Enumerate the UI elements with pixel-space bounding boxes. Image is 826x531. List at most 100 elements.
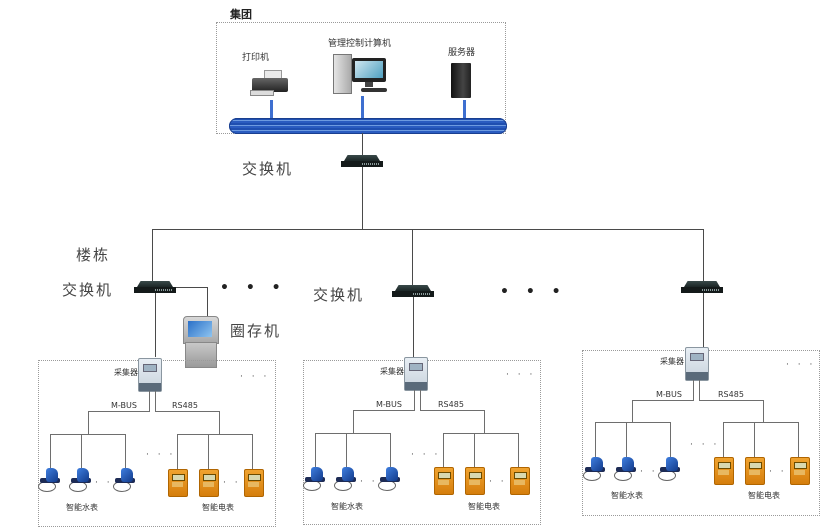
- electric-drop: [252, 434, 253, 469]
- building3-switch-icon[interactable]: [681, 281, 723, 293]
- water-drop: [125, 434, 126, 470]
- building1-water-meter-label: 智能水表: [66, 503, 98, 512]
- mbus-drop: [414, 390, 415, 411]
- rs485-drop: [420, 390, 421, 411]
- building3-rs485-label: RS485: [718, 390, 744, 399]
- mbus-line: [353, 410, 415, 411]
- electric-drop: [518, 433, 519, 468]
- rs485-trunk: [484, 410, 485, 434]
- building3-collector-label: 采集器: [660, 357, 684, 366]
- electric-drop: [177, 434, 178, 469]
- electric-bus: [443, 433, 519, 434]
- building1-uplink: [152, 229, 153, 284]
- building3-collector-icon[interactable]: [685, 347, 709, 381]
- building2-collector-link: [413, 297, 414, 357]
- mbus-trunk: [632, 400, 633, 423]
- mbus-trunk: [353, 410, 354, 433]
- electric-meter-icon[interactable]: [244, 469, 264, 497]
- server-icon[interactable]: [451, 63, 471, 98]
- building3-mbus-label: M-BUS: [656, 390, 682, 399]
- building2-collector-icon[interactable]: [404, 357, 428, 391]
- core-uplink-line: [362, 133, 363, 229]
- printer-bus-drop: [270, 100, 273, 120]
- building3-more: · · ·: [786, 360, 816, 370]
- water-drop: [670, 422, 671, 458]
- water-meter-icon[interactable]: [614, 457, 638, 481]
- electric-meter-icon[interactable]: [510, 467, 530, 495]
- rs485-line: [155, 411, 220, 412]
- electric-meter-icon[interactable]: [199, 469, 219, 497]
- building2-rs485-label: RS485: [438, 400, 464, 409]
- building1-more: · · ·: [240, 372, 270, 382]
- building3-water-meter-label: 智能水表: [611, 491, 643, 500]
- building1-collector-label: 采集器: [114, 368, 138, 377]
- water-meter-more: · · ·: [95, 478, 125, 488]
- switch-icon[interactable]: [341, 155, 383, 167]
- mbus-drop: [149, 391, 150, 412]
- rs485-line: [699, 400, 764, 401]
- building1-meter-gap: · · ·: [146, 450, 176, 460]
- electric-drop: [754, 422, 755, 457]
- water-drop: [626, 422, 627, 458]
- water-drop: [81, 434, 82, 470]
- building1-label-line1: 楼栋: [76, 246, 111, 264]
- electric-meter-icon[interactable]: [434, 467, 454, 495]
- building2-uplink: [412, 229, 413, 285]
- rs485-drop: [155, 391, 156, 412]
- group-title: 集团: [230, 8, 252, 21]
- electric-meter-icon[interactable]: [465, 467, 485, 495]
- building3-collector-link: [703, 293, 704, 347]
- water-meter-icon[interactable]: [69, 468, 93, 492]
- building1-mbus-label: M-BUS: [111, 401, 137, 410]
- rs485-trunk: [219, 411, 220, 435]
- kiosk-link-v: [207, 287, 208, 317]
- electric-meter-icon[interactable]: [790, 457, 810, 485]
- building2-more: · · ·: [506, 370, 536, 380]
- building3-uplink: [703, 229, 704, 281]
- printer-label: 打印机: [242, 53, 270, 63]
- building2-switch-icon[interactable]: [392, 285, 434, 297]
- computer-bus-drop: [361, 96, 364, 120]
- water-meter-icon[interactable]: [583, 457, 607, 481]
- kiosk-icon[interactable]: [183, 316, 219, 368]
- water-bus: [595, 422, 671, 423]
- rs485-trunk: [763, 400, 764, 423]
- more-buildings: • • •: [500, 284, 567, 300]
- water-meter-icon[interactable]: [113, 468, 137, 492]
- building1-label-line2: 交换机: [62, 281, 114, 299]
- water-meter-icon[interactable]: [334, 467, 358, 491]
- building1-collector-link: [155, 293, 156, 357]
- water-meter-icon[interactable]: [303, 467, 327, 491]
- building1-rs485-label: RS485: [172, 401, 198, 410]
- mbus-drop: [693, 380, 694, 401]
- distribution-line: [152, 229, 704, 230]
- water-meter-icon[interactable]: [378, 467, 402, 491]
- building2-collector-label: 采集器: [380, 367, 404, 376]
- electric-drop: [798, 422, 799, 457]
- building2-mbus-label: M-BUS: [376, 400, 402, 409]
- building1-collector-icon[interactable]: [138, 358, 162, 392]
- building1-switch-icon[interactable]: [134, 281, 176, 293]
- server-bus-drop: [463, 100, 466, 120]
- water-drop: [346, 433, 347, 469]
- electric-meter-more: · · ·: [769, 467, 799, 477]
- water-meter-icon[interactable]: [38, 468, 62, 492]
- electric-meter-icon[interactable]: [745, 457, 765, 485]
- printer-icon[interactable]: [250, 68, 290, 96]
- electric-meter-more: · · ·: [223, 478, 253, 488]
- electric-meter-icon[interactable]: [168, 469, 188, 497]
- mbus-line: [632, 400, 694, 401]
- computer-icon[interactable]: [333, 52, 391, 94]
- electric-drop: [723, 422, 724, 457]
- mbus-trunk: [88, 411, 89, 434]
- electric-meter-icon[interactable]: [714, 457, 734, 485]
- building2-electric-meter-label: 智能电表: [468, 502, 500, 511]
- rs485-drop: [699, 380, 700, 401]
- water-drop: [50, 434, 51, 470]
- water-drop: [595, 422, 596, 458]
- water-drop: [390, 433, 391, 469]
- water-bus: [50, 434, 126, 435]
- water-meter-icon[interactable]: [658, 457, 682, 481]
- building1-electric-meter-label: 智能电表: [202, 503, 234, 512]
- rs485-line: [420, 410, 485, 411]
